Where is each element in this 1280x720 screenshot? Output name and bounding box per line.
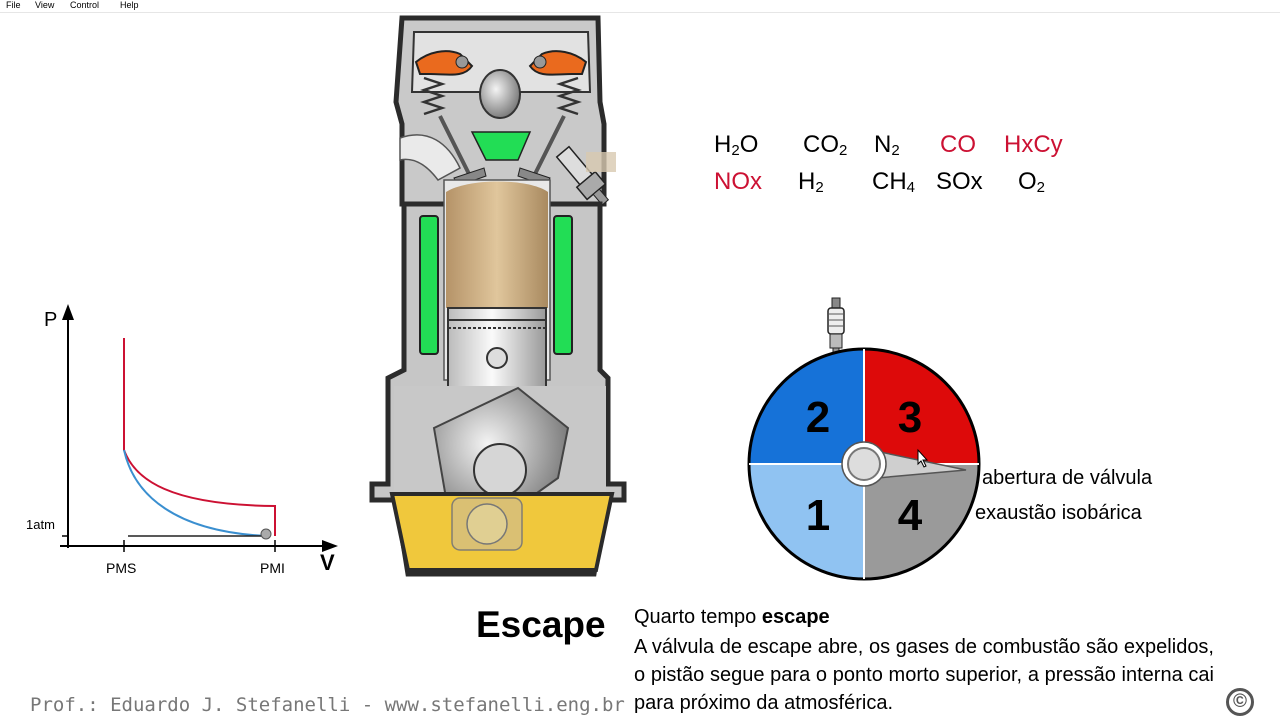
gas-h2o: H2O (714, 131, 759, 159)
pv-x-arrow (322, 540, 338, 552)
exhaust-gases (446, 181, 548, 308)
gas-sox: SOx (936, 168, 983, 195)
dial-label-4: 4 (898, 491, 923, 540)
copyright-icon[interactable]: © (1226, 688, 1254, 716)
pv-label-pmi: PMI (260, 560, 285, 576)
dial-label-3: 3 (898, 393, 922, 442)
gas-co: CO (940, 131, 976, 158)
stroke-description: A válvula de escape abre, os gases de co… (634, 636, 1214, 714)
dial-quadrant-1 (749, 464, 864, 579)
menu-file[interactable]: File (6, 0, 21, 10)
stroke-title: Escape (476, 604, 606, 645)
author-credit: Prof.: Eduardo J. Stefanelli - www.stefa… (30, 694, 625, 716)
gas-hxcy: HxCy (1004, 131, 1063, 158)
pv-diagram: P V 1atm PMS PMI (26, 304, 338, 576)
gas-co2: CO2 (803, 131, 848, 159)
coolant-jacket-left (419, 215, 439, 355)
pv-label-pms: PMS (106, 560, 136, 576)
menu-bar: File View Control Help (0, 0, 1280, 13)
stroke-dial: 2 3 1 4 (747, 297, 981, 581)
menu-help[interactable]: Help (120, 0, 139, 10)
gas-n2: N2 (874, 131, 900, 159)
pv-compression-curve (123, 449, 269, 537)
gas-nox: NOx (714, 168, 762, 195)
coolant-jacket-right (553, 215, 573, 355)
spark-plug-dial-icon (827, 297, 845, 359)
pv-state-point (260, 528, 272, 540)
menu-view[interactable]: View (35, 0, 55, 10)
gas-ch4: CH4 (872, 168, 916, 196)
engine-cross-section (369, 15, 627, 577)
dial-label-1: 1 (806, 491, 830, 540)
pv-expansion-curve (123, 338, 276, 536)
dial-label-valve-opening: abertura de válvula (982, 467, 1153, 489)
coolant-head (470, 131, 532, 161)
dial-hub (847, 447, 881, 481)
dial-quadrant-3 (864, 349, 979, 464)
dial-quadrant-4 (864, 464, 979, 579)
pv-y-arrow (62, 304, 74, 320)
piston-pin (486, 347, 508, 369)
dial-label-2: 2 (806, 393, 830, 442)
menu-control[interactable]: Control (70, 0, 100, 10)
stroke-subtitle: Quarto tempo escape (634, 606, 830, 628)
camshaft (479, 69, 521, 119)
dial-quadrant-2 (749, 349, 864, 464)
pv-label-p: P (44, 309, 57, 331)
gas-o2: O2 (1018, 168, 1046, 196)
pv-label-atm: 1atm (26, 517, 55, 532)
mouse-cursor-icon (917, 448, 929, 468)
pv-label-v: V (320, 550, 335, 575)
dial-label-isobaric-exhaust: exaustão isobárica (975, 502, 1142, 524)
gas-h2: H2 (798, 168, 824, 196)
spark-plug-engine (555, 145, 610, 206)
